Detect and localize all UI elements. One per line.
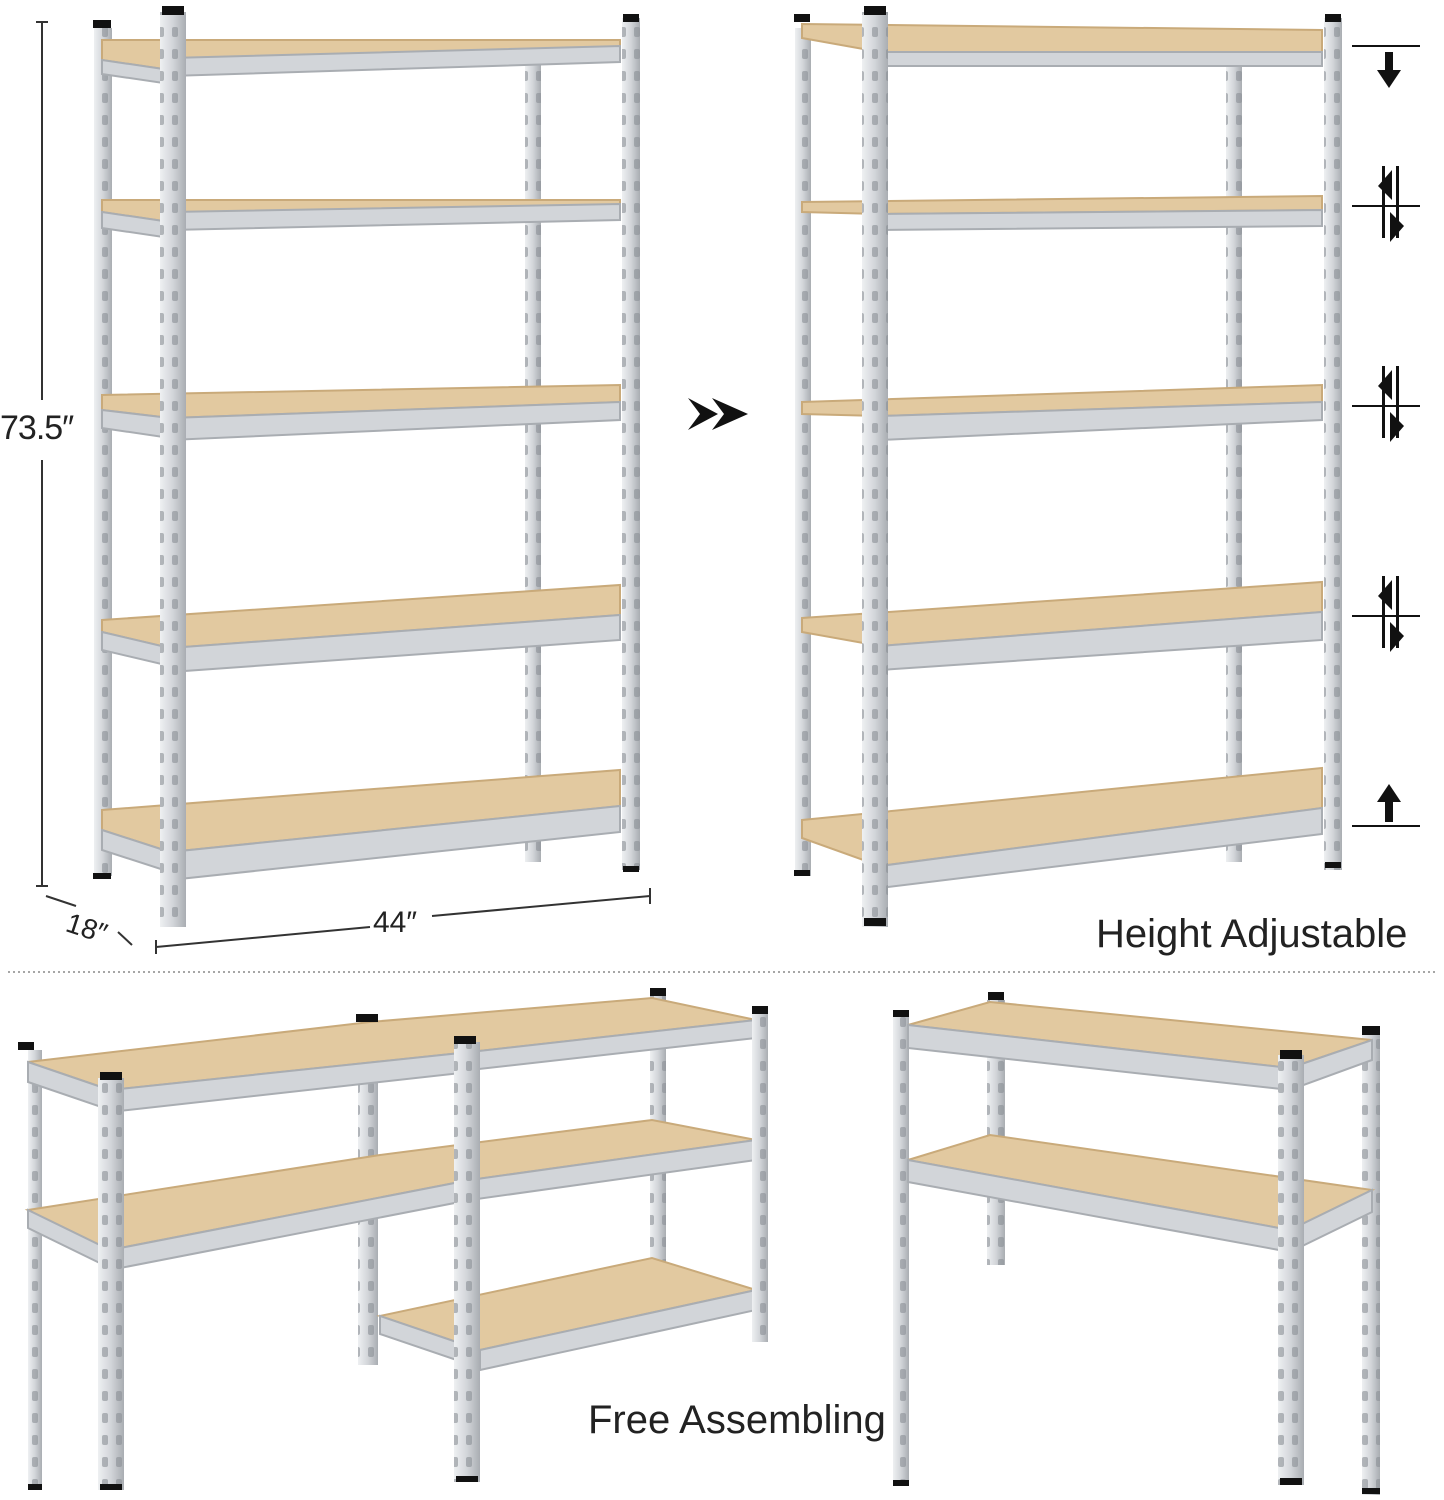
dimension-lines (36, 21, 651, 954)
free-assembling-caption: Free Assembling (588, 1398, 886, 1442)
double-chevron-right-icon (688, 398, 748, 430)
adjust-up-down-icon (1378, 366, 1404, 442)
height-adjust-markers (1352, 45, 1420, 827)
arrow-down-icon (1377, 52, 1401, 88)
adjust-up-down-icon (1378, 576, 1404, 652)
width-dimension-label: 44″ (373, 906, 417, 939)
main-shelf-unit (93, 6, 640, 927)
height-dimension-label: 73.5″ (0, 409, 74, 447)
height-adjustable-caption: Height Adjustable (1096, 912, 1408, 956)
short-table-unit (893, 992, 1380, 1495)
adjust-up-down-icon (1378, 166, 1404, 242)
adjustable-shelf-unit (794, 6, 1342, 927)
long-bench-unit (18, 988, 768, 1490)
arrow-up-icon (1377, 784, 1401, 822)
